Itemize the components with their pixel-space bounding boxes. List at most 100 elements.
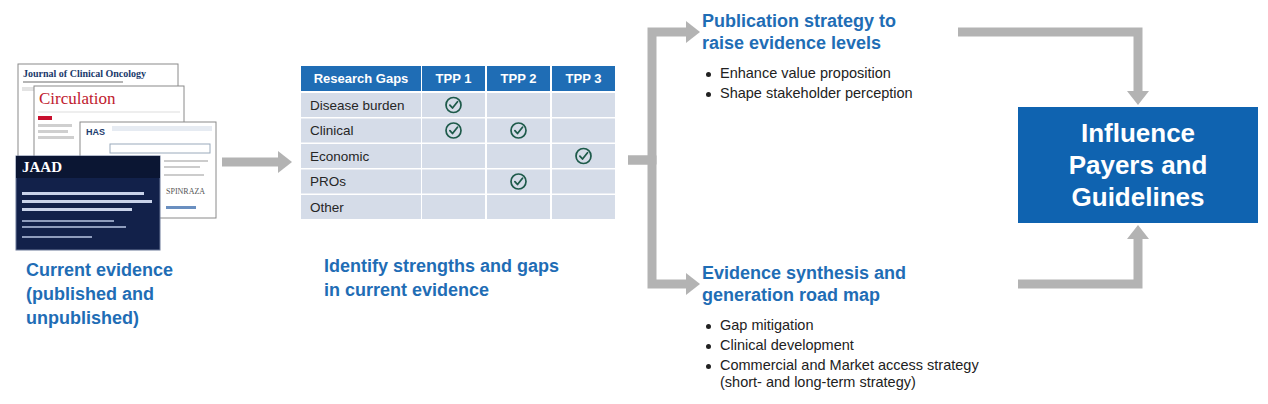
table-cell xyxy=(301,170,421,194)
journal-name: Circulation xyxy=(39,89,115,109)
evidence-stack: Journal of Clinical OncologyCirculationH… xyxy=(14,60,218,330)
label-slot: Economic xyxy=(310,144,369,168)
bullet-item: Enhance value proposition xyxy=(702,65,954,82)
page-line xyxy=(38,124,72,127)
label-slot: Circulation xyxy=(39,89,115,109)
bullet-text: Clinical development xyxy=(720,337,1010,354)
table-cell xyxy=(422,195,485,219)
bullet-dot xyxy=(706,72,711,77)
table-cell xyxy=(552,93,615,117)
table-cell xyxy=(301,93,421,117)
check-mark xyxy=(450,102,458,108)
bullet-dot xyxy=(706,344,711,349)
journal-illustration xyxy=(14,60,218,252)
check-mark xyxy=(446,98,461,113)
page-line xyxy=(22,226,126,228)
page-line xyxy=(22,200,152,203)
table-host: Research Gaps TPP 1 TPP 2 TPP 3 Disease burd… xyxy=(300,64,618,222)
table-cell xyxy=(301,119,421,143)
bullet-item: Gap mitigation xyxy=(702,317,1014,334)
check-mark xyxy=(515,178,523,184)
label-slot: Other xyxy=(310,195,344,219)
page-line xyxy=(38,136,74,139)
page-line xyxy=(164,160,208,162)
box-text: Influence Payers and Guidelines xyxy=(1048,117,1228,213)
page-line xyxy=(22,192,144,195)
table-cell xyxy=(422,119,485,143)
bullet-dot xyxy=(706,92,711,97)
bullet-text: Commercial and Market access strategy (s… xyxy=(720,357,1010,391)
label-slot: Disease burden xyxy=(310,93,405,117)
journal-name: Journal of Clinical Oncology xyxy=(23,68,146,79)
page-mark xyxy=(38,116,52,120)
page-line xyxy=(22,208,132,211)
table-cell xyxy=(422,144,485,168)
label-slot: SPINRAZA xyxy=(166,187,205,196)
journal-name: JAAD xyxy=(22,159,62,176)
flow-arrow xyxy=(1018,237,1138,284)
journal-name: HAS xyxy=(86,127,105,137)
label-slot: HAS xyxy=(86,127,105,137)
caption-text: Current evidence (published and unpublis… xyxy=(26,258,214,330)
bullet-dot xyxy=(706,324,711,329)
check-mark xyxy=(450,127,458,133)
journal-page xyxy=(16,156,160,250)
gap-table: Research Gaps TPP 1 TPP 2 TPP 3 Disease burd… xyxy=(300,64,618,302)
check-mark xyxy=(576,149,591,164)
table-row-label: PROs xyxy=(310,174,346,189)
table-cell xyxy=(487,119,550,143)
table-cell xyxy=(487,170,550,194)
table-cell xyxy=(552,119,615,143)
table-header: TPP 2 xyxy=(501,71,537,86)
bullet-item: Clinical development xyxy=(702,337,1014,354)
search-bar xyxy=(110,144,210,153)
table-cell xyxy=(487,195,550,219)
table-header-cell xyxy=(552,66,615,91)
journal-name: SPINRAZA xyxy=(166,187,205,196)
table-header: TPP 3 xyxy=(566,71,602,86)
bullet-item: Commercial and Market access strategy (s… xyxy=(702,357,1014,391)
bullet-dot xyxy=(706,364,711,369)
table-cell xyxy=(552,195,615,219)
table-cell xyxy=(487,144,550,168)
check-mark xyxy=(515,127,523,133)
page-line xyxy=(22,220,114,222)
table-row-label: Economic xyxy=(310,149,369,164)
text-block: Evidence synthesis and generation road m… xyxy=(702,262,1014,391)
table-grid xyxy=(300,64,618,222)
table-cell xyxy=(487,93,550,117)
check-mark xyxy=(511,174,526,189)
page-line xyxy=(38,130,68,133)
table-row-label: Disease burden xyxy=(310,98,405,113)
heading-text: Publication strategy to raise evidence l… xyxy=(702,10,937,54)
table-cell xyxy=(552,170,615,194)
label-slot: Journal of Clinical Oncology xyxy=(23,68,146,79)
outcome-box: Influence Payers and Guidelines xyxy=(1018,107,1258,223)
table-row-label: Other xyxy=(310,200,344,215)
page-line xyxy=(38,112,180,113)
table-header-cell xyxy=(487,66,550,91)
check-mark xyxy=(446,123,461,138)
table-cell xyxy=(552,144,615,168)
check-mark xyxy=(580,153,588,159)
label-slot: PROs xyxy=(310,170,346,194)
label-slot: TPP 2 xyxy=(487,66,550,91)
bullet-text: Enhance value proposition xyxy=(720,65,950,82)
flow-arrow xyxy=(628,32,688,160)
page-line xyxy=(164,166,200,168)
text-block: Publication strategy to raise evidence l… xyxy=(702,10,954,102)
table-row-label: Clinical xyxy=(310,123,354,138)
table-cell xyxy=(301,195,421,219)
caption-text: Identify strengths and gaps in current e… xyxy=(324,254,560,302)
table-header: TPP 1 xyxy=(436,71,472,86)
flow-arrow xyxy=(222,158,280,167)
table-cell xyxy=(422,170,485,194)
page-line xyxy=(22,236,92,238)
label-slot: TPP 1 xyxy=(422,66,485,91)
table-header-cell xyxy=(422,66,485,91)
heading-text: Evidence synthesis and generation road m… xyxy=(702,262,937,306)
bullet-text: Shape stakeholder perception xyxy=(720,85,950,102)
check-mark xyxy=(511,123,526,138)
label-slot: Research Gaps xyxy=(301,66,421,91)
table-header: Research Gaps xyxy=(314,71,409,86)
